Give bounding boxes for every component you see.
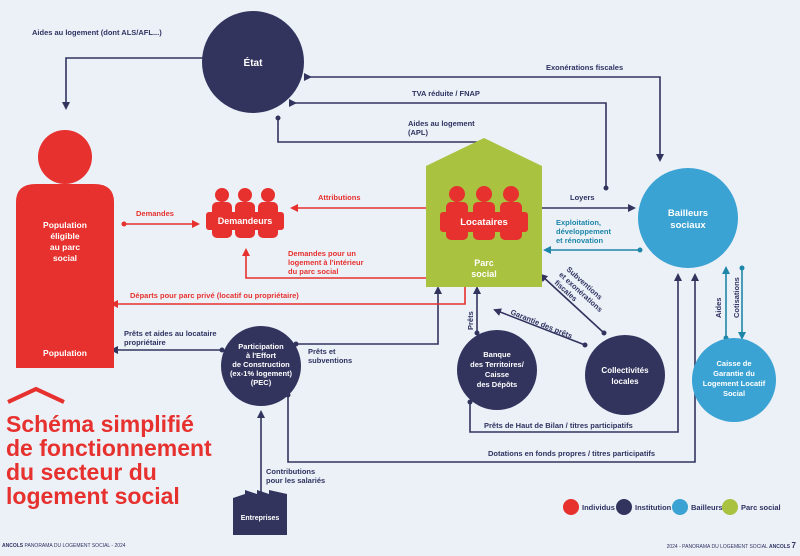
population-label-2: éligible (50, 231, 80, 241)
pec-label-5: (PEC) (251, 378, 272, 387)
legend-individus-label: Individus (582, 503, 615, 512)
title-line-3: du secteur du (6, 459, 157, 485)
label-dotations: Dotations en fonds propres / titres part… (488, 449, 655, 458)
footer-right-brand: ANCOLS (769, 544, 791, 550)
pec-label-3: de Construction (232, 360, 290, 369)
label-prets-aides-2: propriétaire (124, 338, 166, 347)
entreprises-label: Entreprises (241, 515, 280, 522)
footer-left: ANCOLS PANORAMA DU LOGEMENT SOCIAL - 202… (2, 543, 126, 549)
flow-prets-subv (293, 286, 442, 347)
pec-label-2: à l'Effort (246, 351, 277, 360)
parc-label-1: Parc (474, 258, 494, 268)
label-prets: Prêts (466, 311, 475, 330)
caisse-label-4: Social (723, 389, 745, 398)
etat-label: État (244, 56, 264, 69)
demandeurs-node (206, 188, 284, 238)
legend-parc-social-label: Parc social (741, 503, 781, 512)
etat-node (202, 11, 304, 113)
legend-bailleurs-label: Bailleurs (691, 503, 723, 512)
page-number: 7 (791, 541, 796, 550)
label-tva: TVA réduite / FNAP (412, 89, 480, 98)
locataires-node (440, 186, 528, 240)
bailleurs-label-2: sociaux (670, 220, 706, 231)
caisse-label-3: Logement Locatif (703, 379, 766, 388)
entreprises-node (233, 490, 287, 535)
footer-right-text: 2024 - PANORAMA DU LOGEMENT SOCIAL (666, 544, 768, 550)
label-demandes-interieur-1: Demandes pour un (288, 249, 356, 258)
label-prets-aides-1: Prêts et aides au locataire (124, 329, 217, 338)
population-node (16, 130, 114, 368)
label-demandes: Demandes (136, 209, 174, 218)
collectivites-label-1: Collectivités (601, 366, 649, 375)
footer-left-brand: ANCOLS (2, 543, 24, 549)
title-line-2: de fonctionnement (6, 435, 212, 461)
label-exploitation-3: et rénovation (556, 236, 604, 245)
pec-label-1: Participation (238, 342, 284, 351)
label-exploitation-1: Exploitation, (556, 218, 601, 227)
banque-label-4: des Dépôts (477, 380, 517, 389)
label-demandes-interieur-2: logement à l'intérieur (288, 258, 364, 267)
label-cotisations: Cotisations (732, 277, 741, 318)
pec-node (221, 326, 301, 406)
locataires-label: Locataires (460, 217, 508, 228)
population-label-3: au parc (50, 242, 81, 252)
caisse-label-2: Garantie du (713, 369, 755, 378)
population-caption: Population (43, 348, 87, 358)
collectivites-label-2: locales (611, 377, 639, 386)
collectivites-node (585, 335, 665, 415)
population-label-1: Population (43, 220, 87, 230)
legend: Individus Institution Bailleurs Parc soc… (563, 499, 781, 515)
legend-individus-swatch (563, 499, 579, 515)
banque-label-1: Banque (483, 350, 511, 359)
label-contributions-1: Contributions (266, 467, 315, 476)
caisse-garantie-node (692, 338, 776, 422)
label-attributions: Attributions (318, 193, 361, 202)
label-garantie-prets: Garantie des prêts (509, 308, 573, 341)
label-exonerations: Exonérations fiscales (546, 63, 623, 72)
label-prets-haut-bilan: Prêts de Haut de Bilan / titres particip… (484, 421, 633, 430)
legend-parc-social-swatch (722, 499, 738, 515)
title-line-4: logement social (6, 483, 180, 509)
title-line-1: Schéma simplifié (6, 411, 194, 437)
diagram-title: Schéma simplifié de fonctionnement du se… (6, 412, 266, 508)
population-label-4: social (53, 253, 77, 263)
label-aides: Aides (714, 298, 723, 318)
label-contributions-2: pour les salariés (266, 476, 325, 485)
label-prets-subv-2: subventions (308, 356, 352, 365)
label-apl-2: (APL) (408, 128, 428, 137)
bailleurs-node (638, 168, 738, 268)
caisse-label-1: Caisse de (716, 359, 751, 368)
label-exploitation-2: développement (556, 227, 612, 236)
legend-institution-label: Institution (635, 503, 672, 512)
bailleurs-label-1: Bailleurs (668, 208, 708, 219)
banque-label-3: Caisse (485, 370, 509, 379)
flow-exonerations (304, 73, 664, 162)
label-apl-1: Aides au logement (408, 119, 475, 128)
banque-label-2: des Territoires/ (470, 360, 525, 369)
banque-node (457, 330, 537, 410)
legend-bailleurs-swatch (672, 499, 688, 515)
footer-left-text: PANORAMA DU LOGEMENT SOCIAL - 2024 (24, 543, 126, 549)
footer-right: 2024 - PANORAMA DU LOGEMENT SOCIAL ANCOL… (667, 541, 796, 550)
label-demandes-interieur-3: du parc social (288, 267, 338, 276)
label-departs: Départs pour parc privé (locatif ou prop… (130, 291, 299, 300)
label-prets-subv-1: Prêts et (308, 347, 336, 356)
label-aides-logement-als: Aides au logement (dont ALS/AFL...) (32, 28, 162, 37)
roof-chevron-icon (7, 386, 65, 404)
legend-institution-swatch (616, 499, 632, 515)
pec-label-4: (ex-1% logement) (230, 369, 293, 378)
flow-aides-logement-als (62, 55, 208, 110)
flow-tva (289, 99, 609, 191)
parc-label-2: social (471, 269, 497, 279)
label-loyers: Loyers (570, 193, 595, 202)
demandeurs-label: Demandeurs (218, 216, 273, 226)
